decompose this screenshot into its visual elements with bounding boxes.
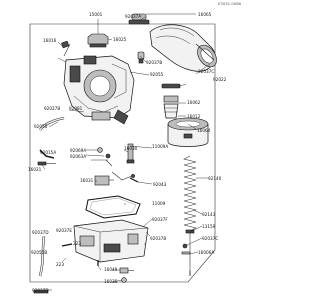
- part-needle: [185, 229, 195, 277]
- label-92043: 92043: [153, 182, 167, 187]
- assembly-boundary: [29, 23, 216, 283]
- part-16012-throttle-valve: [161, 83, 181, 119]
- label-92055-top: 92055: [150, 72, 164, 77]
- label-16025: 16025: [113, 37, 127, 42]
- part-carburetor-body: [63, 55, 135, 125]
- label-16021: 16021: [28, 167, 42, 172]
- label-16064: 16064: [197, 128, 211, 133]
- part-plug-92055: [137, 51, 145, 64]
- label-92037d-bottom: 92037D: [32, 288, 49, 293]
- part-92043-pin: [129, 177, 139, 183]
- part-16016-choke-plunger: [57, 40, 71, 63]
- part-float-bowl: [73, 219, 149, 263]
- label-13159: 13159: [202, 224, 216, 229]
- label-92140: 92140: [208, 176, 222, 181]
- label-223-a: 223: [73, 241, 81, 246]
- label-92063a: 92063A: [70, 154, 86, 159]
- part-16031-pilot-jet: [94, 175, 114, 186]
- label-92055b: 92055B: [31, 250, 47, 255]
- part-13159-clip: [181, 243, 191, 255]
- label-223-b: 223: [56, 262, 64, 267]
- part-16021-screw: [37, 161, 56, 166]
- label-16062: 16062: [187, 100, 201, 105]
- label-92081: 92081: [69, 106, 83, 111]
- label-16035: 16035: [104, 279, 118, 284]
- label-16065: 16065: [198, 12, 212, 17]
- label-92037d-left: 92037D: [32, 230, 49, 235]
- part-16025-cap: [87, 33, 109, 48]
- label-11009a: 11009A: [152, 144, 168, 149]
- part-float-arm: [111, 171, 135, 181]
- exploded-view-drawing: E3031-0086: [28, 1, 242, 294]
- label-16030: 16030: [124, 146, 138, 151]
- label-92022: 92022: [213, 77, 227, 82]
- label-92037a-top: 92037A: [125, 14, 141, 19]
- part-16066-intake-boot: [149, 24, 217, 72]
- label-92069a: 92069A: [70, 148, 86, 153]
- part-16030-jet: [126, 143, 135, 164]
- label-16012: 16012: [187, 114, 201, 119]
- part-92069a-washer: [97, 147, 113, 167]
- part-223-screw: [61, 243, 99, 266]
- label-92037b-top: 92037B: [146, 60, 162, 65]
- label-16016: 16016: [43, 38, 57, 43]
- carburetor-parts-diagram: E3031-0086: [28, 1, 242, 294]
- label-92037b-bottom: 92037B: [150, 236, 166, 241]
- label-16006a: 16006A: [198, 250, 214, 255]
- label-16049: 16049: [104, 267, 118, 272]
- label-15001: 15001: [89, 12, 103, 17]
- part-16049-drain-screw: [119, 267, 134, 274]
- part-92015a-hose: [39, 149, 55, 159]
- part-bottom-washer: [121, 277, 127, 283]
- label-92027b: 92027B: [44, 106, 60, 111]
- label-92037e: 92037E: [56, 228, 72, 233]
- label-92143: 92143: [202, 212, 216, 217]
- label-92037c-right: 92037C: [198, 69, 214, 74]
- leader-lines: [41, 13, 211, 291]
- label-16031: 16031: [80, 178, 94, 183]
- diagram-code: E3031-0086: [218, 1, 242, 6]
- label-92055-left: 92055: [34, 124, 48, 129]
- label-92015a: 92015A: [40, 150, 56, 155]
- part-92055-hose: [39, 116, 65, 131]
- part-labels: 15001 92037A 16065 16025 16016 92037B 92…: [28, 12, 227, 293]
- part-92037d-clamp: [33, 289, 49, 294]
- part-92055b-hose: [38, 235, 46, 277]
- label-11009: 11009: [152, 201, 166, 206]
- part-11009-gasket: [85, 195, 141, 219]
- label-92037c-bottom: 92037C: [202, 236, 218, 241]
- label-92037f: 92037F: [152, 217, 168, 222]
- part-92143-spring: [183, 155, 197, 232]
